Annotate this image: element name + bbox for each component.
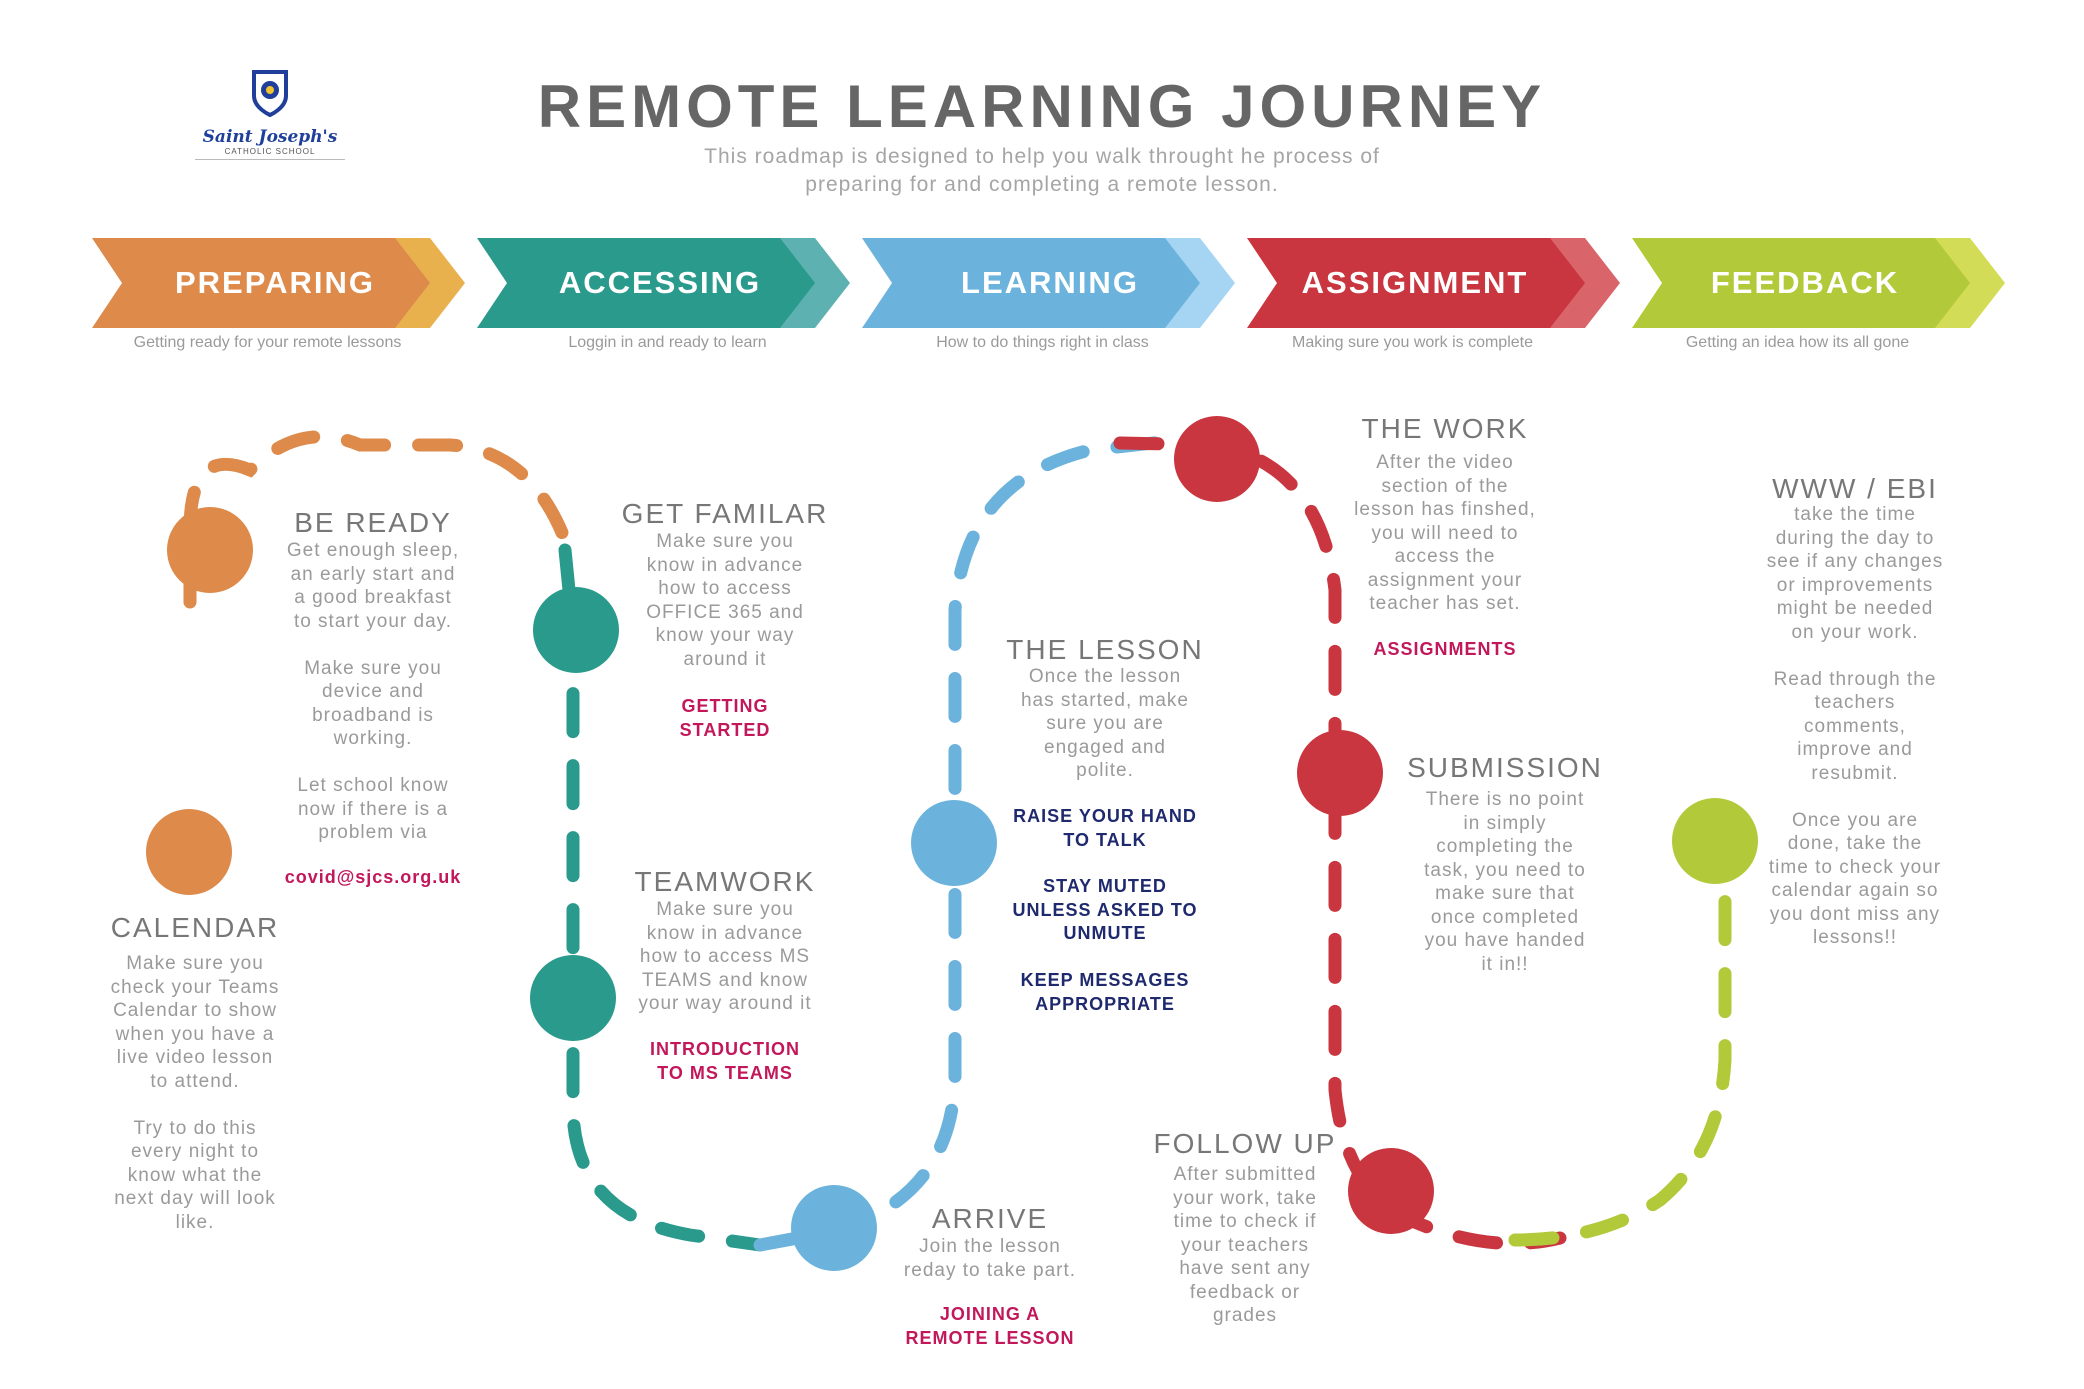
node-get-familiar: [533, 587, 619, 673]
stage-label-preparing: PREPARING: [174, 265, 375, 300]
node-be-ready: [167, 507, 253, 593]
step-title-arrive: ARRIVE: [931, 1203, 1049, 1234]
path-segment-teal: [558, 543, 767, 1252]
node-teamwork: [530, 955, 616, 1041]
step-title-get-familiar: GET FAMILAR: [621, 498, 829, 529]
page-title: REMOTE LEARNING JOURNEY: [537, 73, 1547, 140]
subtitle-line: preparing for and completing a remote le…: [805, 173, 1279, 196]
node-arrive: [791, 1185, 877, 1271]
node-the-work: [1174, 416, 1260, 502]
stage-label-feedback: FEEDBACK: [1710, 265, 1900, 300]
step-title-www-ebi: WWW / EBI: [1772, 473, 1938, 504]
step-title-the-lesson: THE LESSON: [1006, 634, 1204, 665]
node-follow-up: [1348, 1148, 1434, 1234]
stage-caption-learning: How to do things right in class: [936, 334, 1149, 351]
stage-chevron-preparing: [92, 238, 430, 328]
step-title-follow-up: FOLLOW UP: [1153, 1128, 1337, 1159]
link-assignments[interactable]: ASSIGNMENTS: [1373, 639, 1517, 659]
step-title-calendar: CALENDAR: [110, 912, 280, 943]
stage-label-learning: LEARNING: [961, 265, 1139, 300]
node-www-ebi: [1672, 798, 1758, 884]
node-the-lesson: [911, 800, 997, 886]
node-calendar: [146, 809, 232, 895]
stage-label-assignment: ASSIGNMENT: [1301, 265, 1529, 300]
step-title-teamwork: TEAMWORK: [634, 866, 816, 897]
logo-name: Saint Joseph's: [202, 127, 338, 147]
page-subtitle: This roadmap is designed to help you wal…: [0, 143, 2084, 199]
school-logo: Saint Joseph's CATHOLIC SCHOOL: [195, 68, 345, 178]
logo-subtitle: CATHOLIC SCHOOL: [195, 147, 345, 160]
stage-label-accessing: ACCESSING: [558, 265, 762, 300]
step-title-be-ready: BE READY: [294, 507, 452, 538]
stage-caption-preparing: Getting ready for your remote lessons: [133, 334, 402, 351]
stage-chevron-feedback: [1632, 238, 1970, 328]
path-segment-orange: [183, 430, 572, 609]
stage-chevron-assignment: [1247, 238, 1585, 328]
stage-caption-feedback: Getting an idea how its all gone: [1685, 334, 1910, 351]
subtitle-line: This roadmap is designed to help you wal…: [704, 145, 1380, 168]
step-title-submission: SUBMISSION: [1407, 752, 1603, 783]
node-submission: [1297, 730, 1383, 816]
path-segment-green: [1508, 853, 1732, 1247]
stage-caption-accessing: Loggin in and ready to learn: [568, 334, 767, 351]
stage-chevron-accessing: [477, 238, 815, 328]
path-segment-red: [1113, 436, 1567, 1251]
shield-crest-icon: [252, 70, 288, 118]
link-covid-email[interactable]: covid@sjcs.org.uk: [284, 867, 462, 887]
step-title-the-work: THE WORK: [1361, 413, 1529, 444]
stage-caption-assignment: Making sure you work is complete: [1292, 334, 1533, 351]
stage-chevron-learning: [862, 238, 1200, 328]
